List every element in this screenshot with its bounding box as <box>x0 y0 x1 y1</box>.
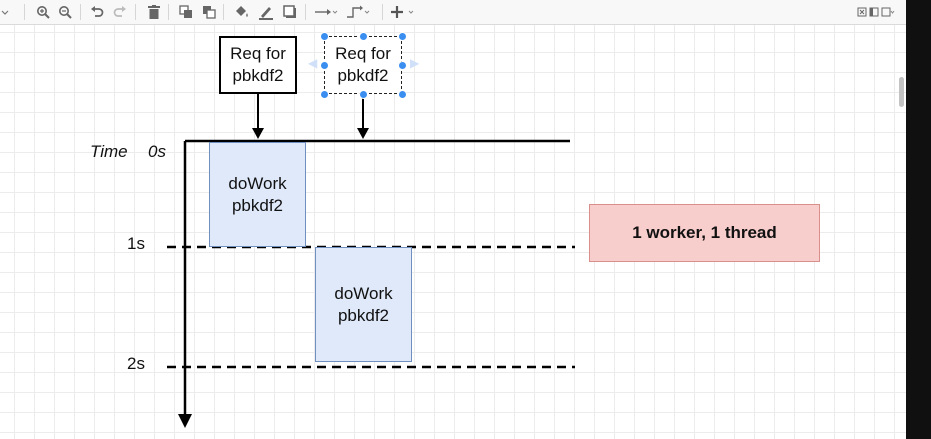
zoom-dropdown-icon[interactable] <box>0 3 14 21</box>
tick-label-1s: 1s <box>127 234 145 253</box>
hover-arrow-left-icon[interactable]: ◀ <box>308 56 318 70</box>
redo-icon[interactable] <box>111 3 129 21</box>
dowork-box-2[interactable]: doWork pbkdf2 <box>315 247 412 362</box>
delete-icon[interactable] <box>145 3 163 21</box>
connection-icon[interactable] <box>314 3 338 21</box>
dowork-box-1[interactable]: doWork pbkdf2 <box>209 142 306 247</box>
time-axis-arrowhead <box>178 414 192 428</box>
resize-handle-ne[interactable] <box>398 32 407 41</box>
request-2-arrowhead <box>357 128 369 139</box>
resize-handle-sw[interactable] <box>320 90 329 99</box>
to-back-icon[interactable] <box>200 3 218 21</box>
insert-icon[interactable] <box>390 3 416 21</box>
time-axis-label: Time <box>90 142 128 161</box>
resize-handle-n[interactable] <box>359 32 368 41</box>
shadow-icon[interactable] <box>281 3 299 21</box>
resize-handle-e[interactable] <box>398 61 407 70</box>
format-panel-icon[interactable] <box>857 3 895 21</box>
hover-arrow-right-icon[interactable]: ▶ <box>410 56 420 70</box>
undo-icon[interactable] <box>88 3 106 21</box>
resize-handle-nw[interactable] <box>320 32 329 41</box>
request-1-arrowhead <box>252 128 264 139</box>
request-2-box-selected[interactable]: Req for pbkdf2 <box>324 36 402 94</box>
toolbar <box>0 0 906 25</box>
zoom-out-icon[interactable] <box>56 3 74 21</box>
tick-label-2s: 2s <box>127 354 145 373</box>
resize-handle-se[interactable] <box>398 90 407 99</box>
to-front-icon[interactable] <box>177 3 195 21</box>
line-color-icon[interactable] <box>257 3 275 21</box>
vertical-scrollbar[interactable] <box>899 77 904 107</box>
zoom-in-icon[interactable] <box>34 3 52 21</box>
fill-color-icon[interactable] <box>233 3 251 21</box>
window-edge <box>906 0 931 439</box>
resize-handle-s[interactable] <box>359 90 368 99</box>
worker-thread-note[interactable]: 1 worker, 1 thread <box>589 204 820 262</box>
resize-handle-w[interactable] <box>320 61 329 70</box>
request-1-box[interactable]: Req for pbkdf2 <box>219 36 297 94</box>
waypoints-icon[interactable] <box>346 3 370 21</box>
tick-label-0s: 0s <box>148 142 166 161</box>
